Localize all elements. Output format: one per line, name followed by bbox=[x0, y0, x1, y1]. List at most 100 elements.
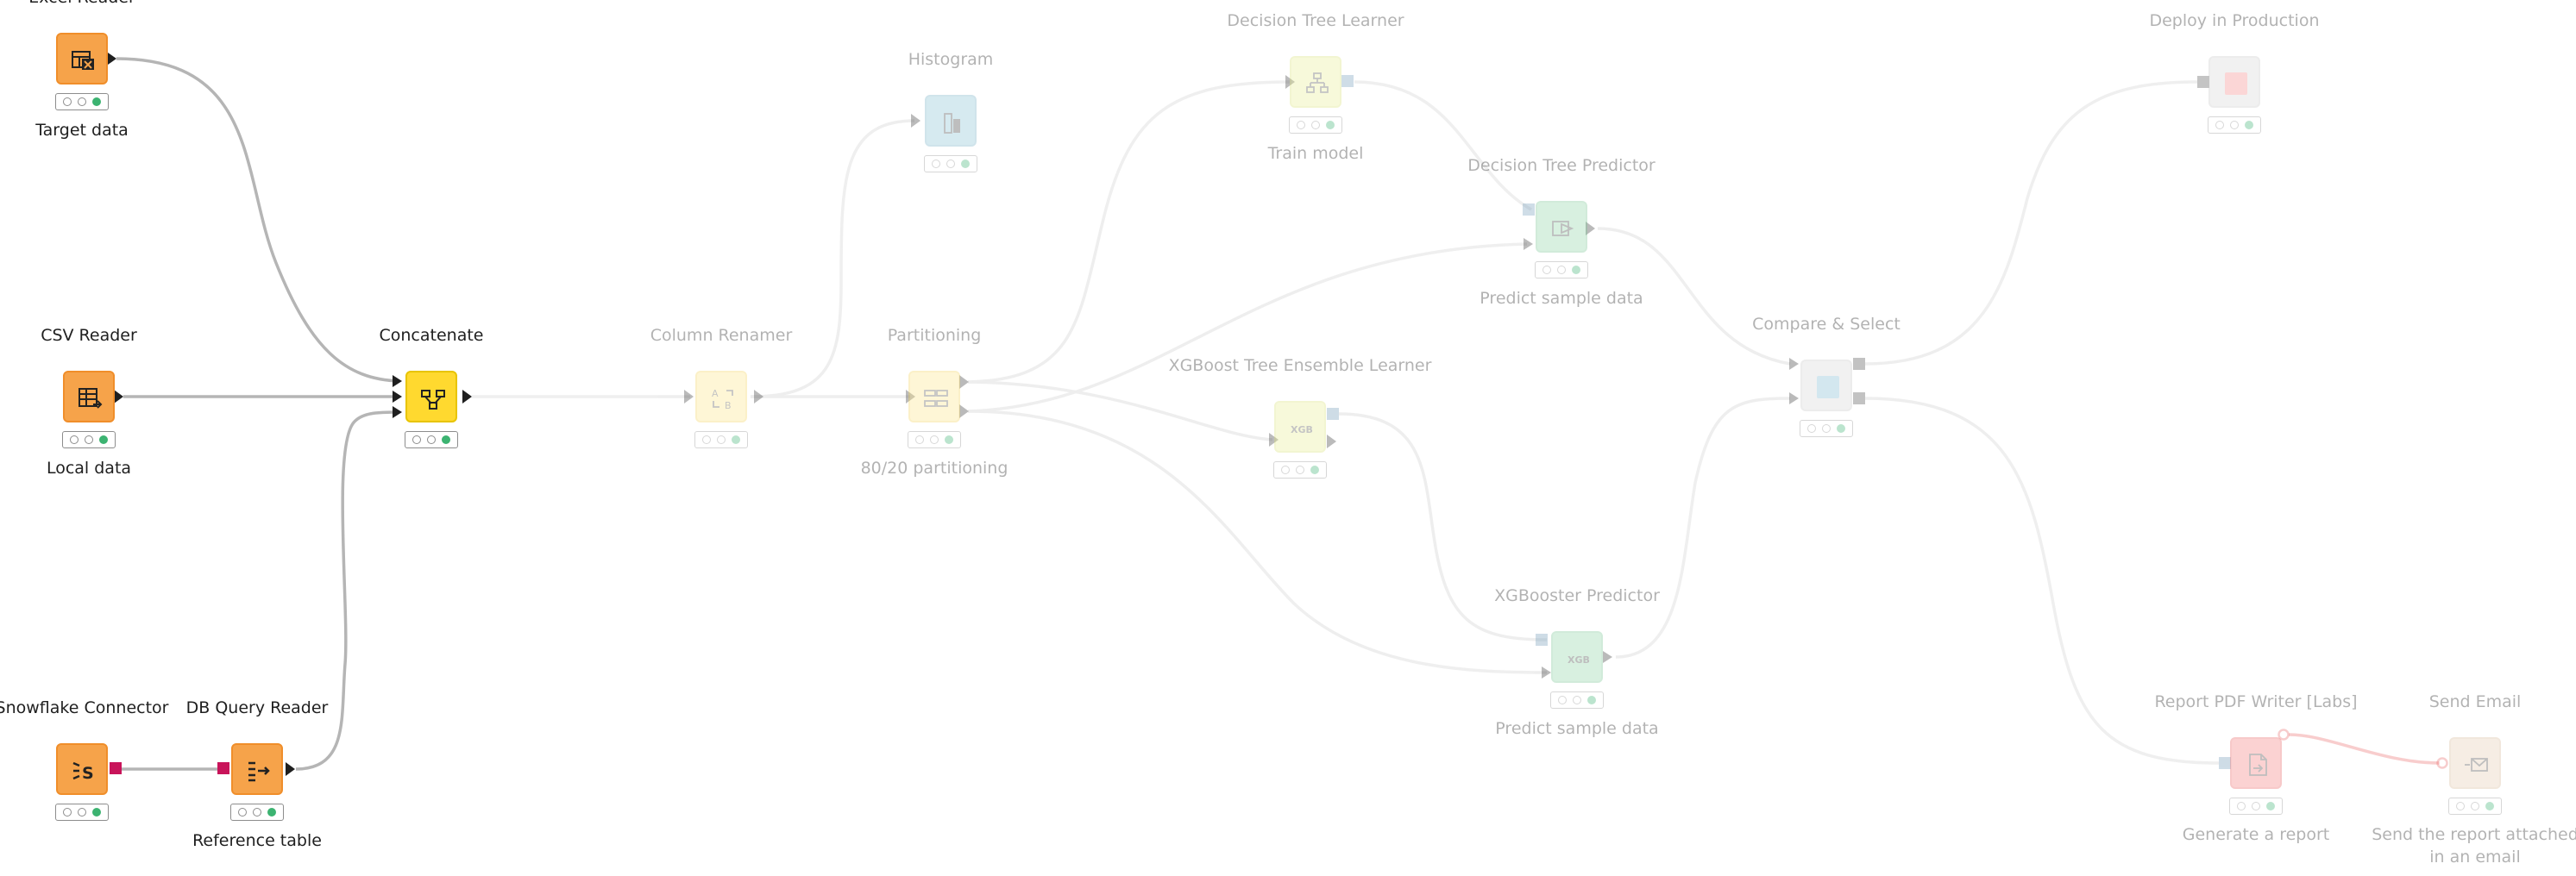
connection-xgbpredictor-compare bbox=[1615, 397, 1791, 659]
port-dbquery-out bbox=[286, 762, 295, 776]
port-concat-in-3 bbox=[393, 406, 402, 418]
status-indicator bbox=[62, 431, 116, 448]
node-body[interactable] bbox=[405, 371, 457, 422]
status-indicator bbox=[1535, 261, 1588, 278]
node-title: Snowflake Connector bbox=[0, 698, 169, 717]
port-concat-in-1 bbox=[393, 375, 402, 387]
component-icon bbox=[1817, 376, 1839, 398]
db-query-icon bbox=[248, 761, 270, 782]
snowflake-icon: S bbox=[72, 761, 94, 783]
connection-compare-deploy bbox=[1864, 80, 2198, 366]
connection-pdfwriter-email bbox=[2288, 733, 2441, 765]
port-csv-out bbox=[114, 390, 123, 404]
node-title: Send Email bbox=[2428, 692, 2522, 711]
connection-partitioning-xgbpredictor bbox=[967, 410, 1548, 674]
excel-table-icon bbox=[72, 51, 94, 70]
status-indicator bbox=[2448, 798, 2502, 815]
node-title: Compare & Select bbox=[1752, 315, 1901, 334]
node-body[interactable] bbox=[63, 371, 115, 422]
node-body[interactable]: XGB bbox=[1274, 401, 1326, 453]
node-body[interactable] bbox=[56, 33, 108, 84]
connection-xgblearner-xgbpredictor bbox=[1338, 412, 1548, 641]
status-indicator bbox=[2208, 116, 2261, 134]
connection-partitioning-dtlearner bbox=[967, 80, 1291, 384]
partition-icon bbox=[924, 390, 948, 407]
node-annotation: Predict sample data bbox=[1495, 719, 1659, 738]
component-icon bbox=[2225, 72, 2247, 95]
node-body[interactable] bbox=[1290, 56, 1341, 108]
node-annotation: Target data bbox=[35, 121, 129, 140]
node-annotation: 80/20 partitioning bbox=[860, 459, 1008, 478]
node-title: DB Query Reader bbox=[185, 698, 329, 717]
connection-dtlearner-dtpredictor bbox=[1354, 80, 1532, 211]
connection-partitioning-dtpredictor bbox=[967, 242, 1528, 413]
status-indicator bbox=[908, 431, 961, 448]
node-annotation: Local data bbox=[46, 459, 132, 478]
node-body[interactable]: XGB bbox=[1551, 631, 1603, 683]
status-indicator bbox=[1800, 420, 1853, 437]
status-indicator bbox=[1273, 461, 1327, 479]
node-title: XGBoost Tree Ensemble Learner bbox=[1168, 356, 1432, 375]
connection-partitioning-xgblearner bbox=[967, 380, 1273, 441]
node-body[interactable] bbox=[925, 95, 977, 147]
node-title: Decision Tree Predictor bbox=[1467, 156, 1656, 175]
email-icon bbox=[2465, 758, 2488, 772]
node-body[interactable] bbox=[231, 743, 283, 795]
node-title: Decision Tree Learner bbox=[1227, 11, 1404, 30]
rename-icon: A B bbox=[712, 388, 733, 411]
node-title: XGBooster Predictor bbox=[1494, 586, 1660, 605]
node-title: Deploy in Production bbox=[2149, 11, 2320, 30]
node-body[interactable]: S bbox=[56, 743, 108, 795]
predictor-icon bbox=[1552, 221, 1574, 236]
svg-text:B: B bbox=[725, 400, 732, 411]
node-body[interactable] bbox=[2449, 737, 2501, 789]
node-body[interactable] bbox=[1800, 360, 1852, 411]
svg-text:XGB: XGB bbox=[1291, 424, 1313, 435]
node-body[interactable] bbox=[1536, 201, 1587, 253]
status-indicator bbox=[924, 155, 977, 172]
port-excel-out bbox=[108, 53, 116, 65]
svg-text:S: S bbox=[82, 764, 94, 783]
status-indicator bbox=[55, 93, 109, 110]
node-title: Report PDF Writer [Labs] bbox=[2154, 692, 2358, 711]
histogram-icon bbox=[944, 113, 960, 134]
status-indicator bbox=[694, 431, 748, 448]
node-title: Column Renamer bbox=[650, 326, 793, 345]
port-concat-in-2 bbox=[393, 391, 402, 403]
tree-icon bbox=[1306, 72, 1329, 93]
node-title: Concatenate bbox=[379, 326, 484, 345]
status-indicator bbox=[1289, 116, 1342, 134]
node-annotation: Train model bbox=[1267, 144, 1364, 163]
svg-text:A: A bbox=[712, 388, 719, 399]
xgb-icon: XGB bbox=[1568, 654, 1590, 666]
connection-dtpredictor-compare bbox=[1597, 227, 1791, 366]
node-title: Partitioning bbox=[887, 326, 982, 345]
node-body[interactable] bbox=[908, 371, 960, 422]
node-body[interactable] bbox=[2208, 56, 2260, 108]
svg-text:XGB: XGB bbox=[1568, 654, 1590, 666]
status-indicator bbox=[55, 804, 109, 821]
node-body[interactable] bbox=[2230, 737, 2282, 789]
port-dbquery-in bbox=[217, 762, 229, 774]
connection-renamer-histogram bbox=[750, 119, 915, 398]
node-annotation: Send the report attached in an email bbox=[2372, 825, 2576, 867]
concatenate-icon bbox=[421, 390, 445, 410]
port-concat-out bbox=[462, 390, 472, 404]
node-body[interactable]: A B bbox=[695, 371, 747, 422]
xgb-icon: XGB bbox=[1291, 424, 1313, 435]
node-title: Excel Reader bbox=[0, 0, 254, 7]
port-snowflake-out bbox=[110, 762, 122, 774]
status-indicator bbox=[230, 804, 284, 821]
status-indicator bbox=[2229, 798, 2283, 815]
connection-dbquery-concatenate bbox=[295, 410, 400, 771]
pdf-icon bbox=[2249, 754, 2267, 776]
connection-compare-pdfwriter bbox=[1864, 397, 2220, 765]
status-indicator bbox=[1550, 691, 1604, 709]
connection-excel-concatenate bbox=[116, 57, 400, 383]
node-title: Histogram bbox=[908, 50, 994, 69]
node-title: CSV Reader bbox=[41, 326, 137, 345]
node-annotation: Reference table bbox=[192, 831, 322, 850]
node-annotation: Generate a report bbox=[2182, 825, 2330, 844]
